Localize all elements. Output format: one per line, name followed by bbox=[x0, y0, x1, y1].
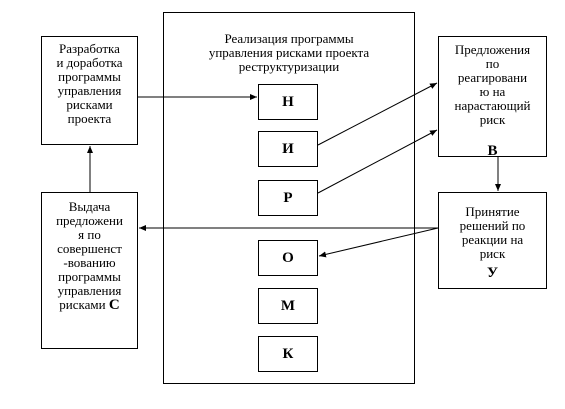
block-k: К bbox=[258, 336, 318, 372]
arrow-i-to-topright bbox=[317, 82, 438, 146]
arrow-r-to-topright bbox=[317, 129, 438, 194]
block-r: Р bbox=[258, 180, 318, 216]
top-right-box bbox=[438, 36, 547, 157]
top-left-text: Разработка и доработка программы управле… bbox=[56, 41, 123, 126]
bottom-right-label: У bbox=[486, 265, 498, 281]
block-o: О bbox=[258, 240, 318, 276]
top-right-text: Предложения по реагировани ю на нарастаю… bbox=[454, 42, 531, 127]
bottom-right-box bbox=[438, 192, 547, 289]
block-m: М bbox=[258, 288, 318, 324]
center-title: Реализация программы управления рисками … bbox=[208, 31, 370, 74]
top-right-label: В bbox=[487, 143, 498, 159]
bottom-left-text: Выдача предложени я по совершенст -вован… bbox=[41, 199, 138, 313]
arrow-bottomright-to-o bbox=[318, 227, 439, 258]
bottom-left-box bbox=[41, 192, 138, 349]
block-n: Н bbox=[258, 84, 318, 120]
block-i: И bbox=[258, 131, 318, 167]
bottom-right-text: Принятие решений по реакции на риск bbox=[459, 204, 526, 261]
top-left-box bbox=[41, 36, 138, 145]
bottom-left-body: Выдача предложени я по совершенст -вован… bbox=[56, 199, 123, 312]
bottom-left-label: С bbox=[108, 297, 120, 313]
